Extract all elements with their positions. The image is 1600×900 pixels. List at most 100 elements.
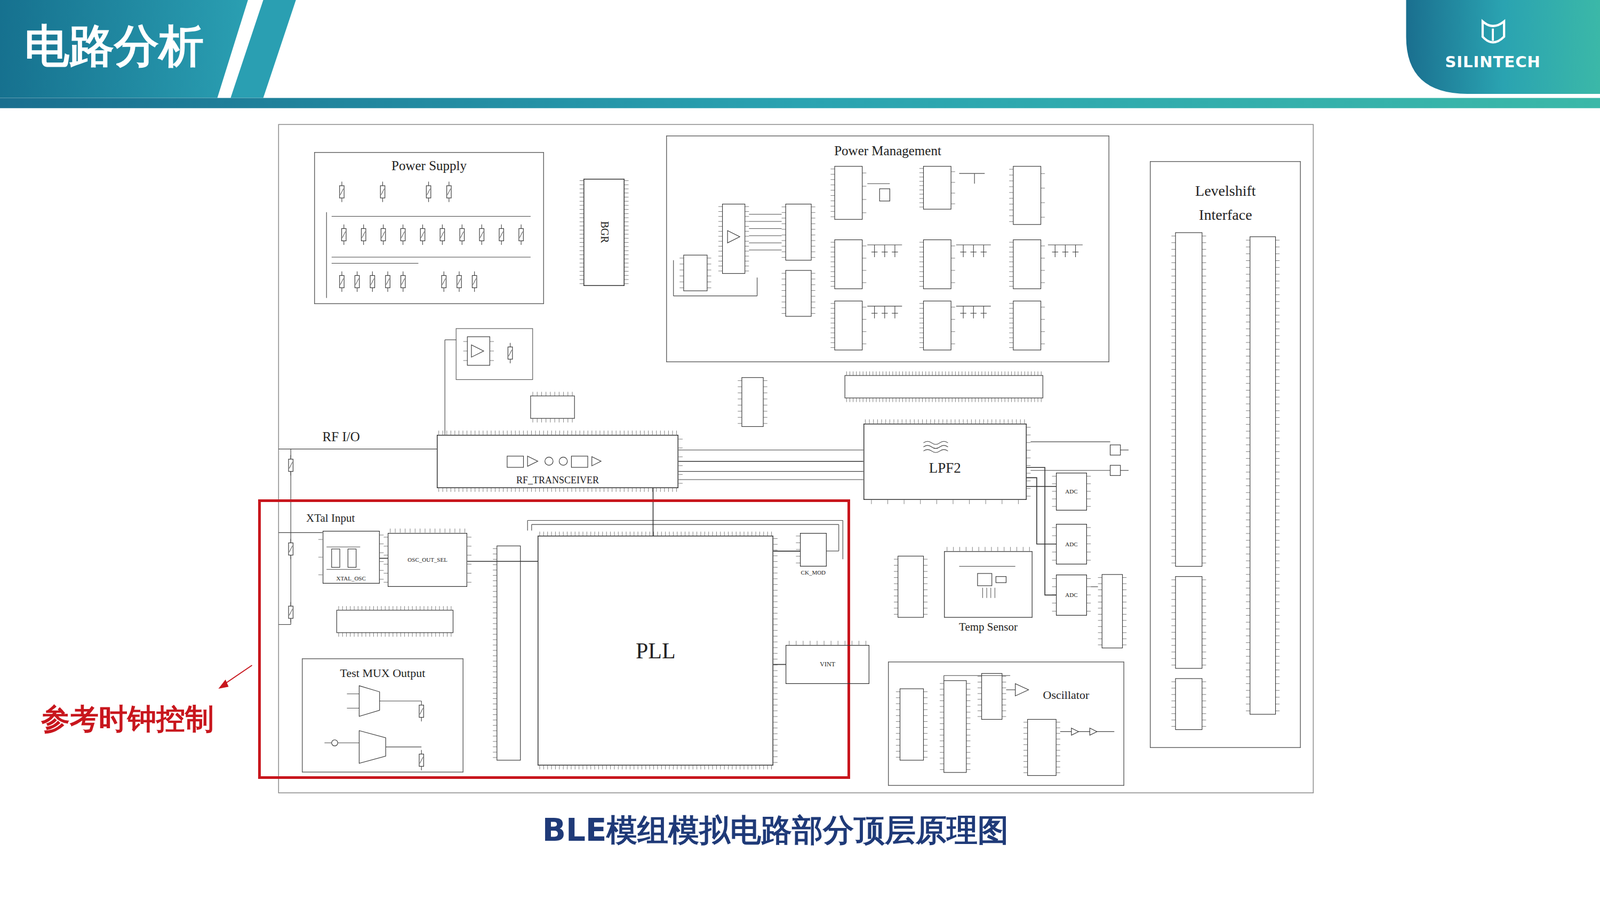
pin <box>579 184 584 186</box>
pin <box>357 605 359 611</box>
pin <box>1009 308 1014 309</box>
pin <box>1275 566 1280 568</box>
pin <box>811 278 816 280</box>
pin <box>1202 562 1207 564</box>
pin <box>862 306 867 308</box>
resistor-symbol <box>419 753 424 766</box>
pin <box>781 307 787 308</box>
resistor-symbol <box>342 231 346 238</box>
pin <box>830 179 835 180</box>
resistor-symbol <box>499 231 503 238</box>
pin <box>830 276 835 277</box>
pin <box>410 528 411 533</box>
resistor-symbol <box>339 185 344 198</box>
pin <box>492 692 498 694</box>
resistor-symbol <box>400 228 405 241</box>
pin <box>811 257 816 258</box>
pin <box>795 542 800 543</box>
pin <box>567 487 568 492</box>
pin <box>1245 471 1251 472</box>
pin <box>781 234 787 236</box>
pin <box>1098 613 1103 615</box>
pin <box>830 640 832 645</box>
chip-symbol <box>1013 239 1042 289</box>
pin <box>1202 706 1207 708</box>
pin <box>1086 526 1092 528</box>
pin <box>950 257 956 259</box>
pin <box>1002 698 1007 700</box>
pin <box>755 765 757 770</box>
resistor-lead <box>458 271 460 276</box>
pin <box>893 577 899 578</box>
pin <box>1245 710 1251 711</box>
pin <box>408 605 409 611</box>
pin <box>555 430 556 435</box>
pin <box>1008 371 1009 376</box>
pin <box>882 397 884 403</box>
pin <box>1009 342 1014 343</box>
pin <box>624 237 629 239</box>
resistor-symbol <box>995 576 1006 583</box>
pin <box>582 531 584 536</box>
pin <box>896 738 901 740</box>
pin <box>763 422 768 424</box>
filter-symbol <box>923 445 949 449</box>
pin <box>773 544 778 545</box>
pin <box>1037 397 1039 403</box>
wire <box>326 569 360 570</box>
resistor-symbol <box>442 278 446 285</box>
pin <box>637 765 639 770</box>
pin <box>665 531 666 536</box>
pin <box>404 528 406 533</box>
pin <box>1275 253 1280 254</box>
pin <box>361 632 363 637</box>
connector <box>1026 467 1057 595</box>
pin <box>1202 475 1207 477</box>
pin <box>862 186 867 187</box>
wire <box>1090 586 1098 587</box>
pin <box>1202 242 1207 243</box>
pin <box>1202 496 1207 497</box>
pin <box>579 201 584 202</box>
pin <box>773 670 778 671</box>
resistor-lead <box>402 271 404 276</box>
pin <box>1202 355 1207 357</box>
pin <box>624 250 629 251</box>
crystal-symbol <box>347 548 356 567</box>
pin <box>745 206 750 207</box>
pin <box>1245 478 1251 479</box>
pin <box>1245 594 1251 596</box>
pin <box>1098 626 1103 627</box>
pin <box>492 676 498 678</box>
pin <box>1009 271 1014 272</box>
pin <box>1202 308 1207 310</box>
pin <box>919 176 924 178</box>
pin <box>990 546 992 551</box>
pin <box>610 765 611 770</box>
pin <box>502 487 504 492</box>
pin <box>1202 713 1207 714</box>
pin <box>974 397 976 403</box>
pin <box>656 487 657 492</box>
pin <box>811 212 816 213</box>
pin <box>492 735 498 736</box>
pin <box>1275 656 1280 657</box>
chip-symbol <box>834 300 863 350</box>
pin <box>862 331 867 332</box>
pin <box>1171 462 1176 463</box>
transistor-symbol <box>983 306 984 314</box>
pin <box>545 391 547 396</box>
pin <box>537 391 538 396</box>
pin <box>700 765 701 770</box>
pin <box>950 419 952 424</box>
pin <box>1009 285 1014 287</box>
pin <box>579 242 584 243</box>
block-outline <box>456 328 533 380</box>
pin <box>1122 601 1127 603</box>
pin <box>811 217 816 219</box>
pin <box>438 487 439 492</box>
pin <box>1002 681 1007 683</box>
pin <box>896 726 901 728</box>
pin <box>773 681 778 683</box>
